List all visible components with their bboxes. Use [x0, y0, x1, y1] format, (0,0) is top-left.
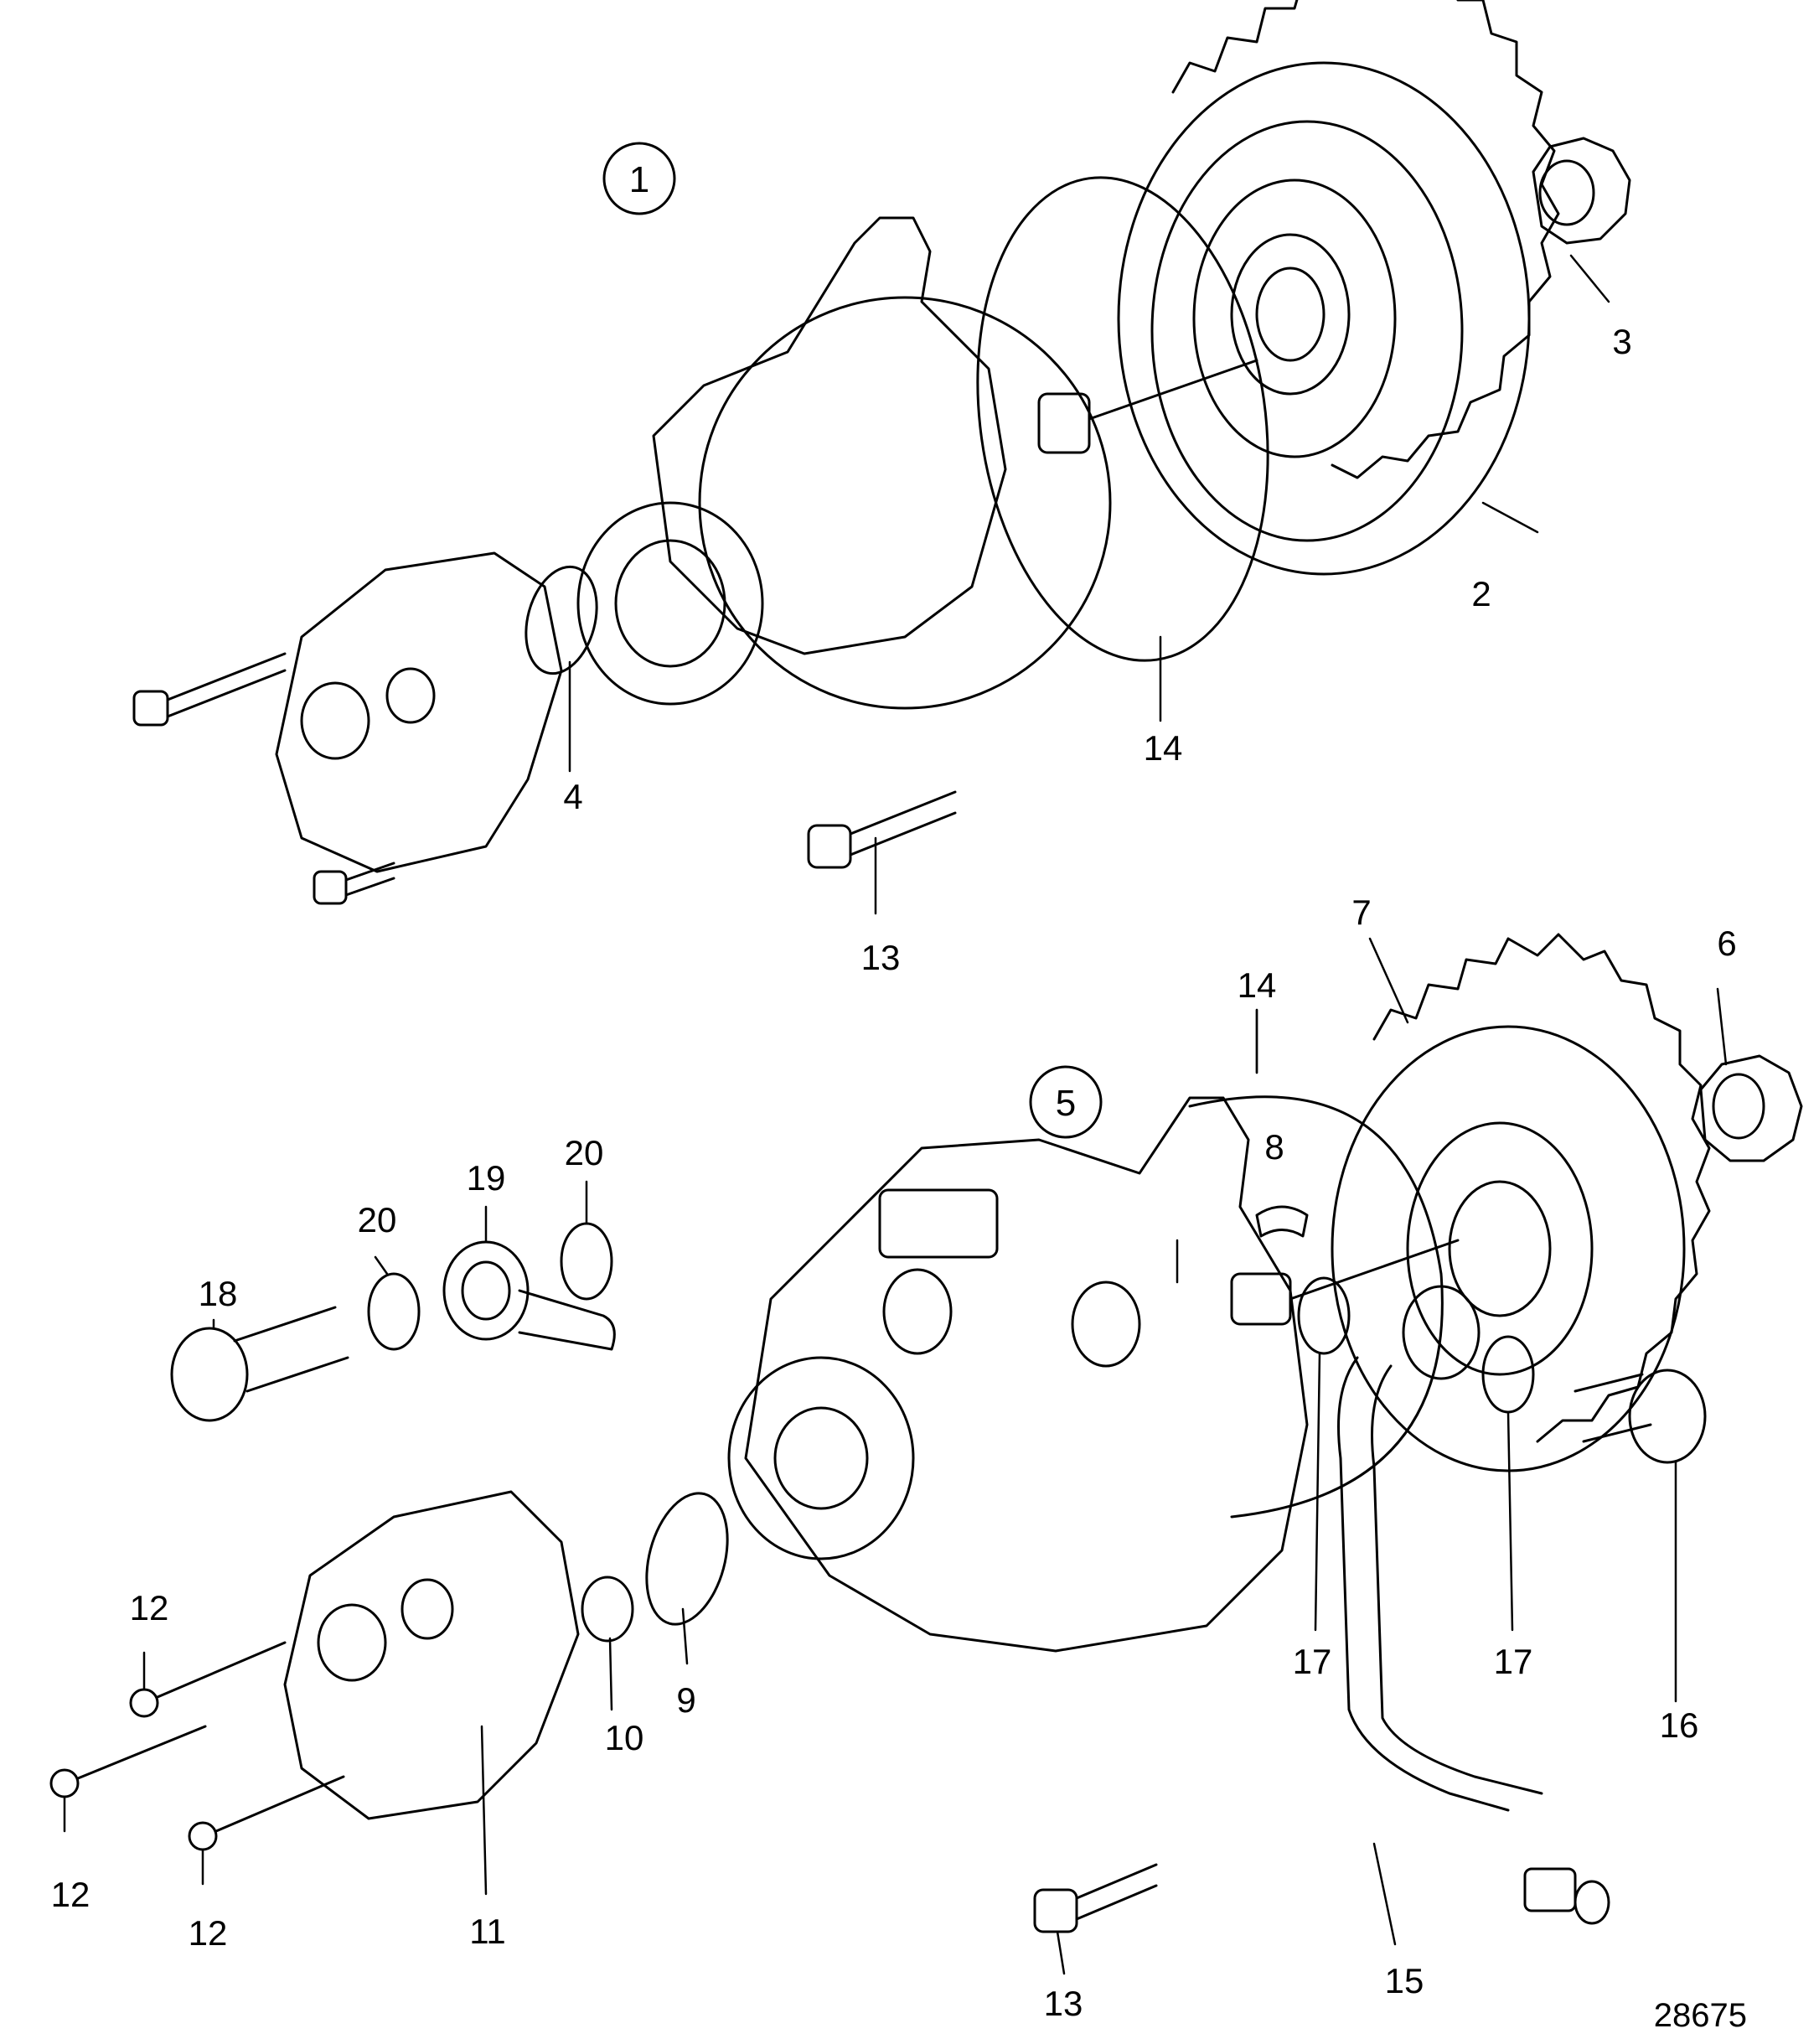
callout-14: 14	[1144, 728, 1183, 768]
pump-cover-upper	[275, 551, 563, 873]
callout-20: 20	[565, 1133, 604, 1172]
upper-assembly	[132, 0, 1631, 905]
callout-12: 12	[130, 1588, 169, 1627]
pump-housing-upper	[576, 216, 1258, 710]
gear-7	[1331, 933, 1711, 1472]
bolt-12-b	[49, 1725, 207, 1798]
bolt-13-upper	[807, 790, 957, 869]
callout-17: 17	[1293, 1642, 1332, 1681]
plug-10	[581, 1576, 634, 1643]
washer-20-a	[367, 1272, 421, 1351]
callout-6: 6	[1717, 924, 1736, 963]
banjo-fitting-19	[442, 1240, 616, 1351]
bolt-12-c	[188, 1775, 345, 1851]
nut-6	[1699, 1054, 1803, 1162]
assembly-label-5: 5	[1056, 1083, 1076, 1124]
assembly-circle-1	[602, 142, 676, 215]
callout-16: 16	[1660, 1705, 1699, 1745]
o-ring-14-upper	[976, 176, 1269, 662]
o-ring-14-lower	[1188, 1095, 1444, 1519]
gear-2	[1117, 0, 1560, 576]
callout-4: 4	[563, 777, 582, 816]
callout-11: 11	[469, 1912, 506, 1951]
callout-12: 12	[51, 1875, 90, 1914]
bolt-12-a	[129, 1641, 287, 1718]
callout-17: 17	[1494, 1642, 1533, 1681]
leader-lines	[63, 254, 1728, 1975]
pump-cover-11	[283, 1490, 580, 1820]
callout-9: 9	[676, 1680, 695, 1720]
lower-assembly	[49, 933, 1803, 1933]
callout-8: 8	[1264, 1127, 1284, 1167]
bolt-upper-long	[132, 652, 287, 727]
callout-19: 19	[467, 1158, 506, 1198]
assembly-circle-5	[1029, 1065, 1103, 1139]
callout-3: 3	[1612, 322, 1631, 361]
banjo-bolt-16	[1574, 1369, 1707, 1464]
callout-10: 10	[605, 1718, 644, 1757]
washer-20-b	[560, 1222, 613, 1301]
reference-number: 28675	[1654, 1997, 1747, 2034]
assembly-label-1: 1	[629, 159, 649, 200]
callout-7: 7	[1351, 893, 1371, 932]
o-ring-4	[525, 565, 598, 675]
callout-12: 12	[189, 1913, 228, 1953]
callout-18: 18	[199, 1274, 238, 1313]
bolt-upper-short	[313, 862, 395, 905]
callout-2: 2	[1471, 574, 1491, 613]
pipe-15	[1337, 1285, 1610, 1925]
o-ring-9	[645, 1492, 729, 1626]
callout-labels: 2 3 4 13 14 6 7 8 9 10 11 12 12 12 13 14 15 16 17 17 18 19 20 2…	[51, 322, 1737, 2023]
callout-13: 13	[861, 938, 901, 977]
washer-17-a	[1297, 1276, 1351, 1355]
banjo-bolt-18	[170, 1306, 349, 1422]
callout-20: 20	[358, 1200, 397, 1239]
nut-3	[1532, 137, 1631, 245]
callout-13: 13	[1044, 1984, 1083, 2023]
pump-body-lower	[727, 1096, 1460, 1653]
callout-14: 14	[1238, 965, 1277, 1005]
callout-15: 15	[1385, 1961, 1424, 2000]
key-8	[1255, 1205, 1309, 1238]
bolt-13-lower	[1033, 1863, 1158, 1933]
